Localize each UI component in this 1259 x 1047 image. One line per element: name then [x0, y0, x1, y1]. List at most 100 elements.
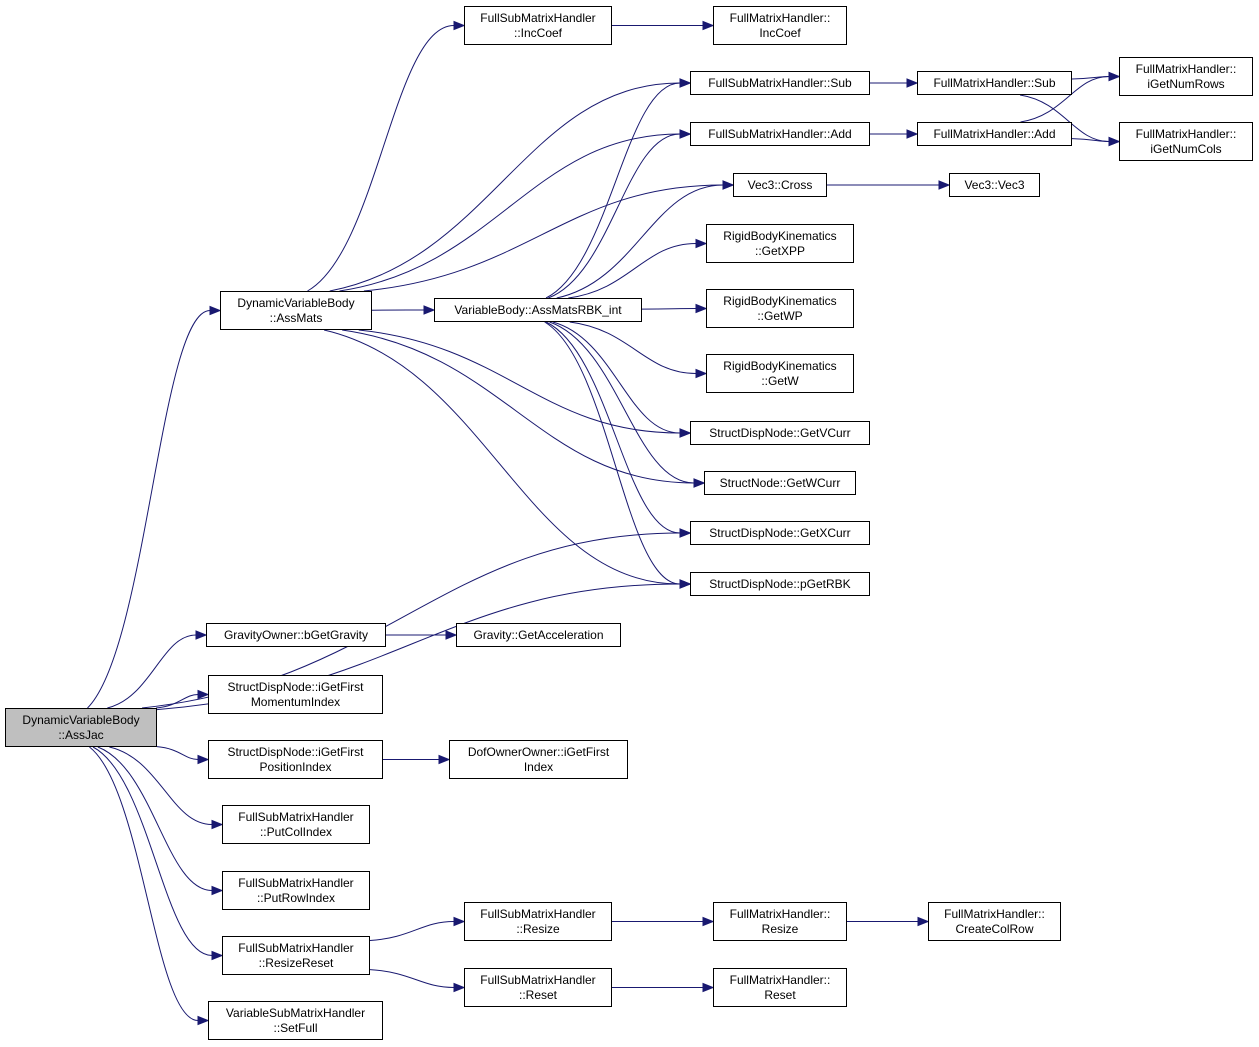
node-label-line1: StructDispNode::GetXCurr [709, 525, 851, 540]
node-label-line1: VariableSubMatrixHandler [225, 1005, 366, 1020]
edge-arrowhead [197, 1015, 210, 1026]
node-fullsubmatrixhandler-resize[interactable]: FullSubMatrixHandler ::Resize [464, 902, 612, 941]
edge-arrowhead [906, 129, 919, 139]
node-fullsubmatrixhandler-sub[interactable]: FullSubMatrixHandler::Sub [690, 71, 870, 95]
node-label-line1: Vec3::Vec3 [964, 177, 1025, 192]
edge-arrowhead [211, 819, 224, 830]
node-label-line2: PositionIndex [259, 759, 332, 774]
node-rigidbodykinematics-getw[interactable]: RigidBodyKinematics ::GetW [706, 354, 854, 393]
call-edge [549, 321, 695, 484]
node-label-line1: GravityOwner::bGetGravity [223, 627, 369, 642]
edge-arrowhead [679, 428, 692, 438]
edge-arrowhead [695, 303, 708, 314]
node-fullsubmatrixhandler-putrowindex[interactable]: FullSubMatrixHandler ::PutRowIndex [222, 871, 370, 910]
call-edge [1019, 94, 1110, 142]
node-fullmatrixhandler-igetnumrows[interactable]: FullMatrixHandler:: iGetNumRows [1119, 57, 1253, 96]
edge-arrowhead [679, 528, 692, 538]
call-edge [89, 746, 199, 1021]
node-label-line1: VariableBody::AssMatsRBK_int [454, 302, 622, 317]
node-variablesubmatrixhandler-setfull[interactable]: VariableSubMatrixHandler ::SetFull [208, 1001, 383, 1040]
node-vec3-vec3[interactable]: Vec3::Vec3 [949, 173, 1040, 197]
call-edge [548, 133, 681, 299]
node-fullsubmatrixhandler-inccoef[interactable]: FullSubMatrixHandler ::IncCoef [464, 6, 612, 45]
call-edge [552, 321, 681, 434]
node-structdispnode-pgetrbk[interactable]: StructDispNode::pGetRBK [690, 572, 870, 596]
edge-arrowhead [917, 916, 930, 927]
edge-arrowhead [702, 20, 715, 31]
node-fullmatrixhandler-resize[interactable]: FullMatrixHandler:: Resize [713, 902, 847, 941]
node-label-line1: FullSubMatrixHandler [238, 940, 354, 955]
call-edge [92, 746, 213, 956]
edge-arrowhead [695, 368, 708, 379]
node-label-line1: FullMatrixHandler:: [944, 906, 1045, 921]
node-label-line2: Index [523, 759, 554, 774]
node-fullmatrixhandler-inccoef[interactable]: FullMatrixHandler:: IncCoef [713, 6, 847, 45]
edge-arrowhead [423, 305, 436, 315]
node-variablebody-assmatsrbk-int[interactable]: VariableBody::AssMatsRBK_int [434, 298, 642, 322]
node-label-line1: FullSubMatrixHandler [480, 972, 596, 987]
call-edge [545, 82, 681, 299]
node-fullmatrixhandler-createcolrow[interactable]: FullMatrixHandler:: CreateColRow [928, 902, 1061, 941]
node-label-line2: ::GetWP [757, 308, 803, 323]
call-edge [556, 184, 724, 299]
node-label-line2: ::Reset [518, 987, 557, 1002]
node-label-line1: FullSubMatrixHandler [480, 10, 596, 25]
edge-arrowhead [445, 630, 458, 640]
node-dynamicvariablebody-assjac: DynamicVariableBody ::AssJac [5, 708, 157, 747]
node-label-line2: ::PutRowIndex [256, 890, 336, 905]
call-edge [97, 746, 213, 891]
node-label-line1: RigidBodyKinematics [723, 228, 837, 243]
node-structdispnode-igetfirstmomentumindex[interactable]: StructDispNode::iGetFirst MomentumIndex [208, 675, 383, 714]
node-structnode-getwcurr[interactable]: StructNode::GetWCurr [704, 471, 856, 495]
node-fullmatrixhandler-sub[interactable]: FullMatrixHandler::Sub [917, 71, 1072, 95]
node-structdispnode-getxcurr[interactable]: StructDispNode::GetXCurr [690, 521, 870, 545]
edge-arrowhead [722, 180, 735, 190]
node-label-line1: StructNode::GetWCurr [719, 475, 841, 490]
call-edge [107, 634, 197, 709]
node-label-line2: iGetNumRows [1147, 76, 1225, 91]
node-fullsubmatrixhandler-reset[interactable]: FullSubMatrixHandler ::Reset [464, 968, 612, 1007]
node-fullsubmatrixhandler-add[interactable]: FullSubMatrixHandler::Add [690, 122, 870, 146]
node-label-line2: ::PutColIndex [259, 824, 333, 839]
edge-arrowhead [209, 305, 222, 316]
node-rigidbodykinematics-getwp[interactable]: RigidBodyKinematics ::GetWP [706, 289, 854, 328]
node-rigidbodykinematics-getxpp[interactable]: RigidBodyKinematics ::GetXPP [706, 224, 854, 263]
node-fullsubmatrixhandler-putcolindex[interactable]: FullSubMatrixHandler ::PutColIndex [222, 805, 370, 844]
node-vec3-cross[interactable]: Vec3::Cross [733, 173, 827, 197]
node-dynamicvariablebody-assmats[interactable]: DynamicVariableBody ::AssMats [220, 291, 372, 330]
edge-arrowhead [195, 630, 208, 640]
node-fullsubmatrixhandler-resizereset[interactable]: FullSubMatrixHandler ::ResizeReset [222, 936, 370, 975]
node-label-line1: FullMatrixHandler:: [729, 906, 831, 921]
edge-arrowhead [693, 478, 706, 488]
call-edge [307, 25, 455, 292]
node-gravity-getacceleration[interactable]: Gravity::GetAcceleration [456, 623, 621, 647]
node-fullmatrixhandler-reset[interactable]: FullMatrixHandler:: Reset [713, 968, 847, 1007]
node-label-line2: CreateColRow [955, 921, 1034, 936]
call-edge [339, 133, 681, 292]
node-label-line1: RigidBodyKinematics [723, 358, 837, 373]
edge-arrowhead [702, 982, 715, 993]
node-dofownerowner-igetfirstindex[interactable]: DofOwnerOwner::iGetFirst Index [449, 740, 628, 779]
node-label-line1: FullSubMatrixHandler::Add [708, 126, 852, 141]
node-label-line1: Gravity::GetAcceleration [473, 627, 604, 642]
node-label-line1: FullMatrixHandler:: [1135, 126, 1237, 141]
node-structdispnode-igetfirstpositionindex[interactable]: StructDispNode::iGetFirst PositionIndex [208, 740, 383, 779]
node-label-line1: FullSubMatrixHandler [238, 809, 354, 824]
node-label-line1: FullMatrixHandler:: [729, 972, 831, 987]
edge-arrowhead [1108, 136, 1121, 147]
call-edge [329, 82, 681, 292]
node-label-line2: ::AssMats [269, 310, 323, 325]
node-gravityowner-bgetgravity[interactable]: GravityOwner::bGetGravity [206, 623, 386, 647]
node-label-line1: DynamicVariableBody [237, 295, 355, 310]
node-fullmatrixhandler-igetnumcols[interactable]: FullMatrixHandler:: iGetNumCols [1119, 122, 1253, 161]
node-fullmatrixhandler-add[interactable]: FullMatrixHandler::Add [917, 122, 1072, 146]
node-label-line1: StructDispNode::iGetFirst [227, 744, 364, 759]
edge-arrowhead [1108, 71, 1121, 82]
edge-arrowhead [197, 754, 210, 765]
call-edge [1020, 76, 1110, 123]
node-label-line1: DynamicVariableBody [22, 712, 140, 727]
call-edge [109, 746, 213, 825]
node-structdispnode-getvcurr[interactable]: StructDispNode::GetVCurr [690, 421, 870, 445]
